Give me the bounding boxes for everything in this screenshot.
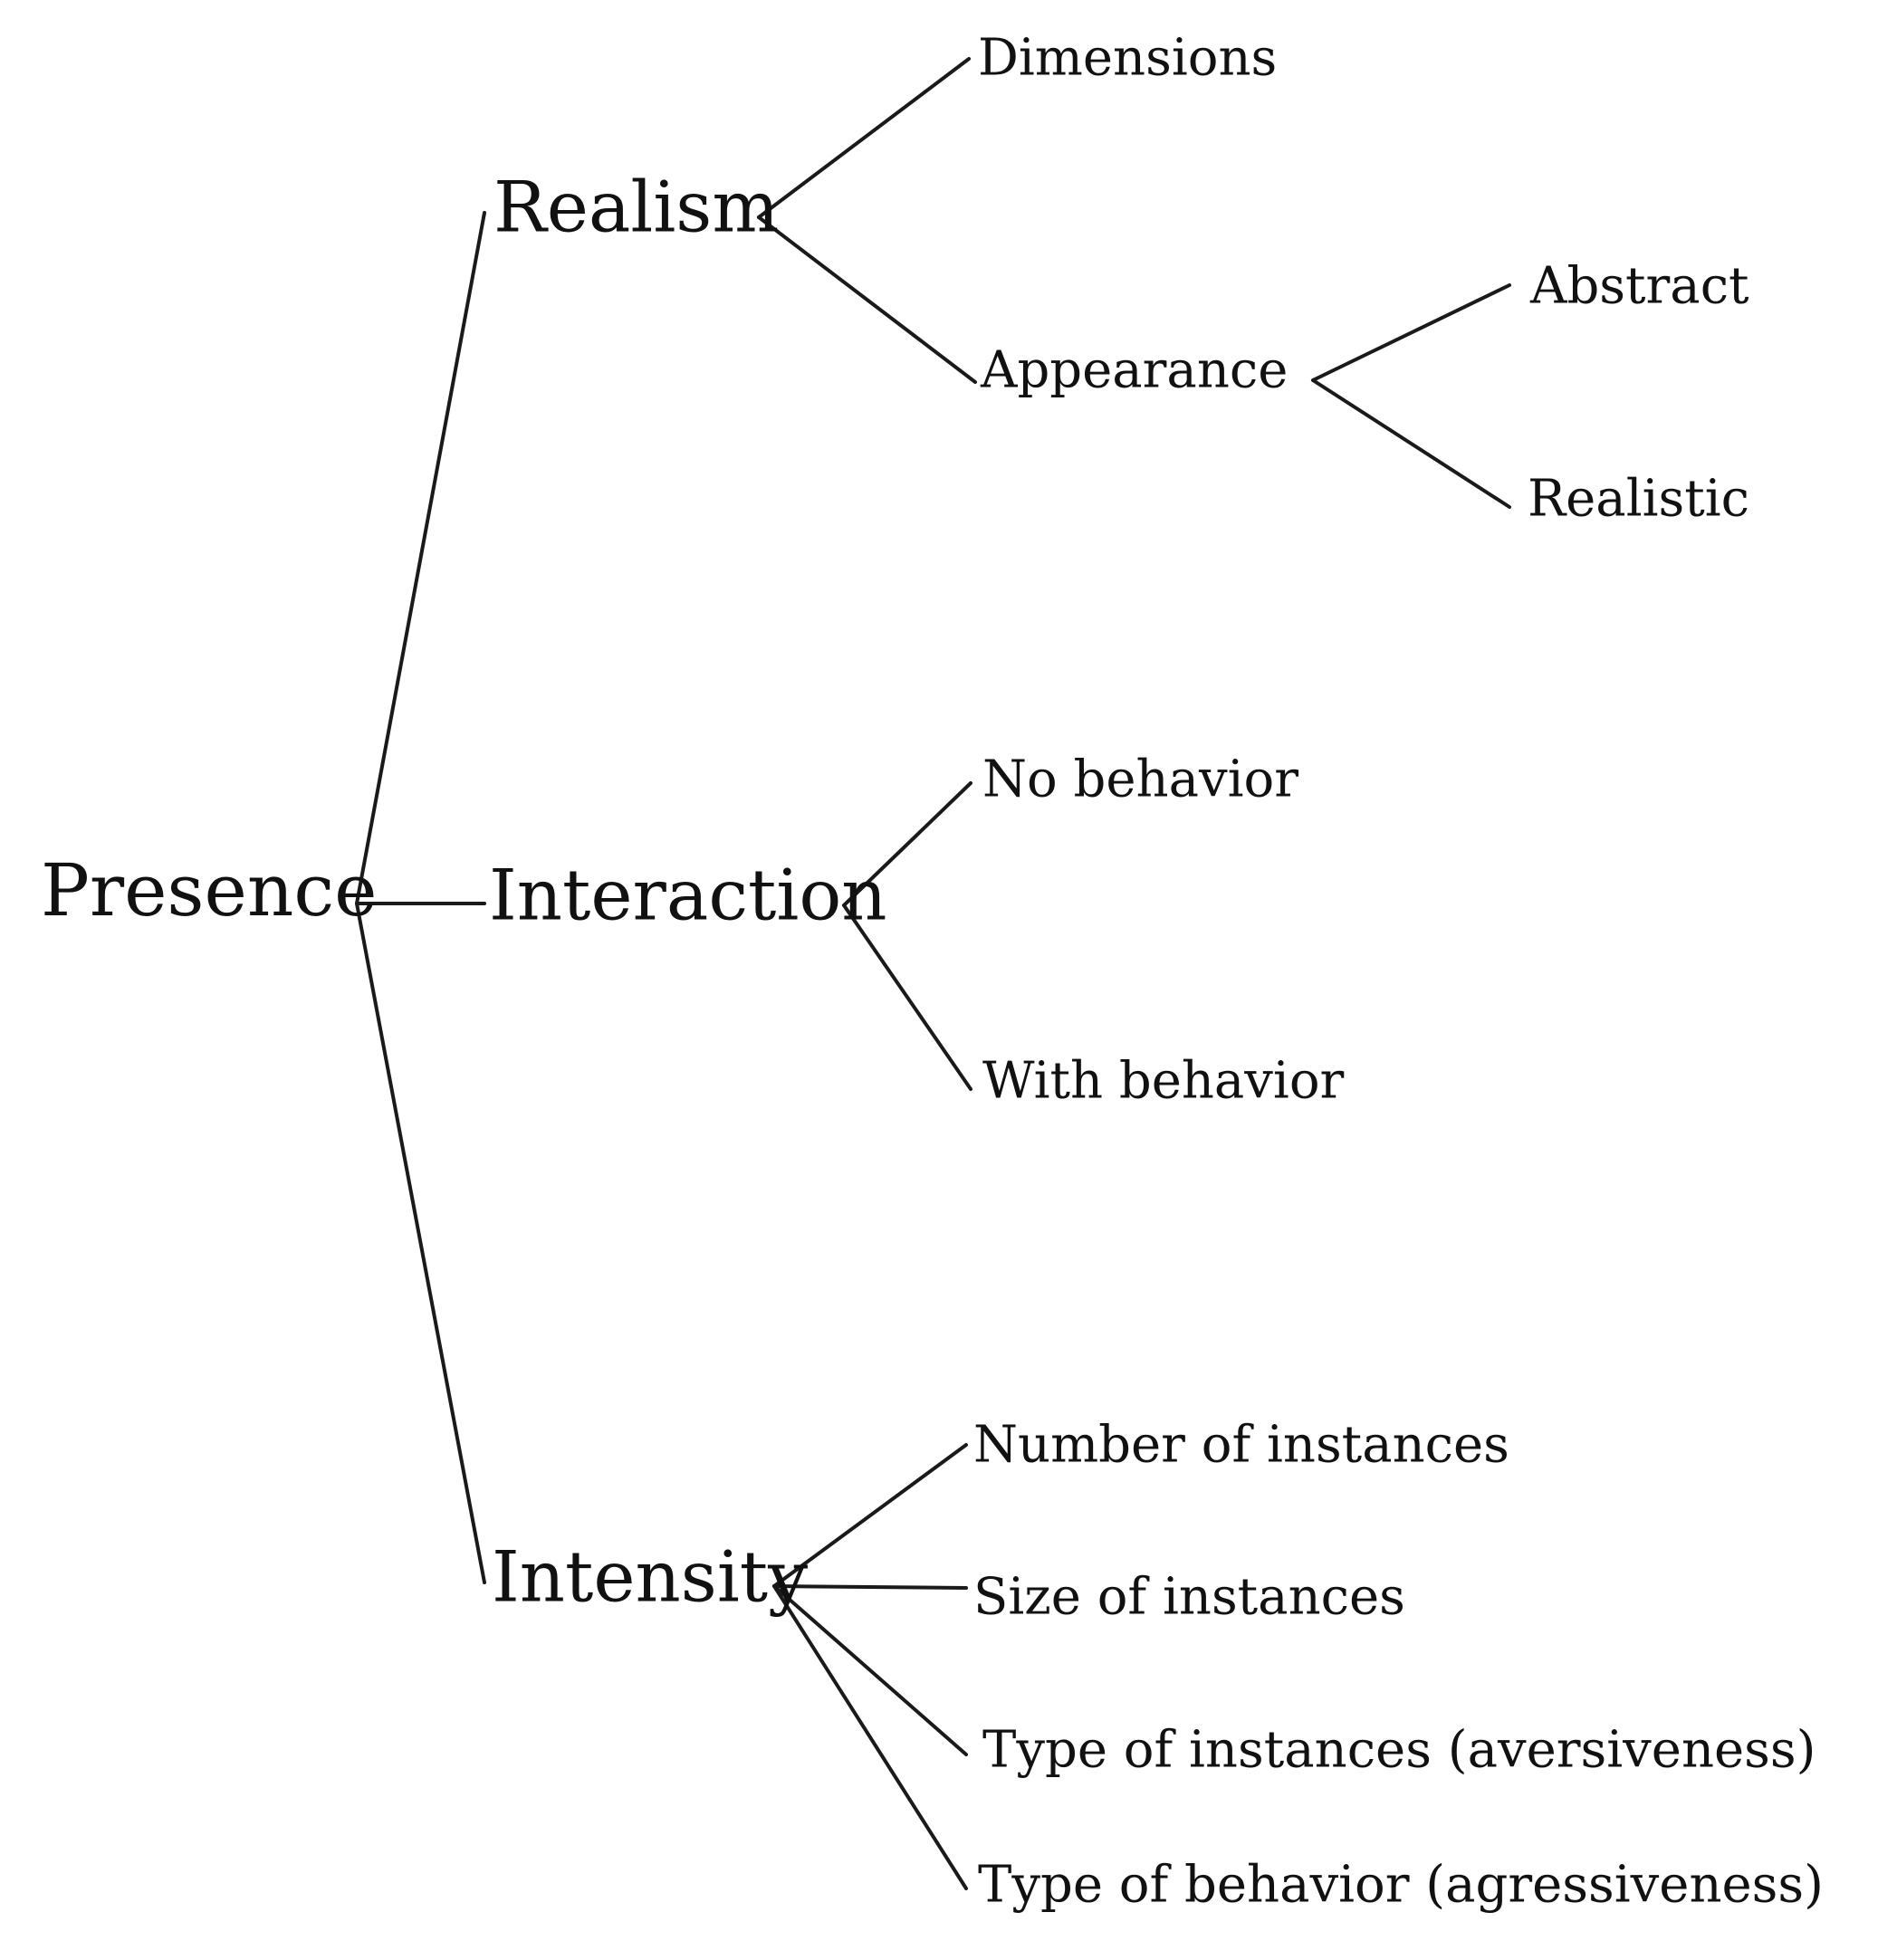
edge-appearance-realistic xyxy=(1311,378,1511,509)
node-appearance: Appearance xyxy=(980,341,1288,400)
edge-interaction-no-behavior xyxy=(842,781,972,907)
node-realistic: Realistic xyxy=(1528,470,1749,529)
edge-presence-realism xyxy=(355,211,486,905)
node-presence: Presence xyxy=(41,848,377,932)
node-interaction: Interaction xyxy=(489,856,887,937)
edge-realism-dimensions xyxy=(757,57,971,219)
node-intensity: Intensity xyxy=(492,1537,808,1619)
edge-intensity-type-of-instances xyxy=(772,1584,968,1756)
node-size-of-instances: Size of instances xyxy=(973,1568,1405,1627)
edge-intensity-type-of-behavior xyxy=(772,1584,968,1890)
node-with-behavior: With behavior xyxy=(982,1052,1345,1111)
node-realism: Realism xyxy=(493,167,779,249)
edge-intensity-size-of-instances xyxy=(772,1584,968,1590)
node-type-of-behavior: Type of behavior (agressiveness) xyxy=(978,1856,1824,1915)
edge-realism-appearance xyxy=(757,215,977,384)
edge-intensity-number-of-instances xyxy=(772,1443,968,1588)
node-number-of-instances: Number of instances xyxy=(973,1416,1509,1475)
node-type-of-instances: Type of instances (aversiveness) xyxy=(982,1721,1816,1780)
edge-appearance-abstract xyxy=(1311,283,1511,382)
node-no-behavior: No behavior xyxy=(982,751,1298,809)
edge-interaction-with-behavior xyxy=(842,904,972,1091)
edge-presence-intensity xyxy=(355,902,486,1584)
node-abstract: Abstract xyxy=(1529,257,1749,316)
node-dimensions: Dimensions xyxy=(978,29,1277,88)
